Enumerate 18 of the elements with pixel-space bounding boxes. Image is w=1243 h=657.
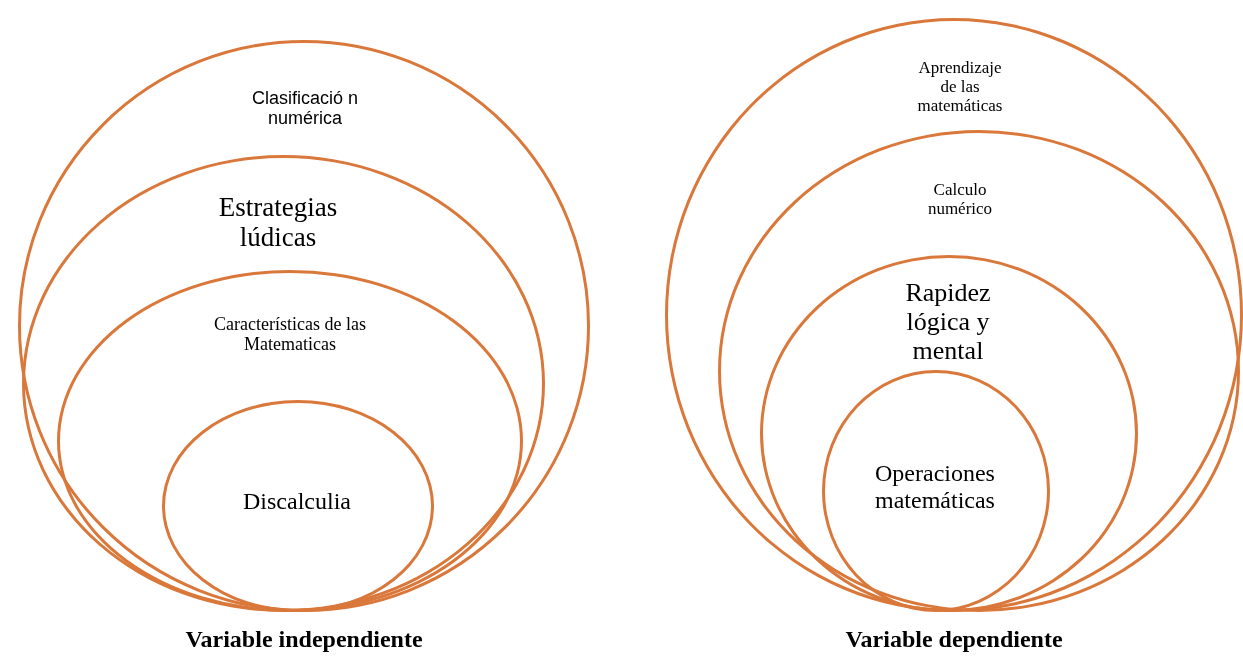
circle-label: Características de las Matematicas (213, 314, 367, 355)
nested-circle (665, 18, 1243, 612)
circle-label: Discalculia (242, 488, 352, 515)
circle-label: Calculo numérico (926, 180, 994, 219)
nested-circle (57, 270, 523, 612)
nested-circle (18, 40, 590, 612)
caption: Variable dependiente (844, 626, 1064, 653)
circle-label: Aprendizaje de las matemáticas (916, 58, 1004, 116)
nested-circle (718, 130, 1240, 612)
circle-label: Rapidez lógica y mental (904, 278, 992, 366)
nested-circle (22, 155, 545, 612)
caption: Variable independiente (184, 626, 424, 653)
circle-label: Estrategias lúdicas (217, 192, 339, 253)
nested-circle (822, 370, 1050, 612)
nested-circle (760, 255, 1138, 612)
nested-circle (162, 400, 434, 612)
circle-label: Clasificació n numérica (250, 88, 359, 129)
circle-label: Operaciones matemáticas (874, 460, 996, 514)
